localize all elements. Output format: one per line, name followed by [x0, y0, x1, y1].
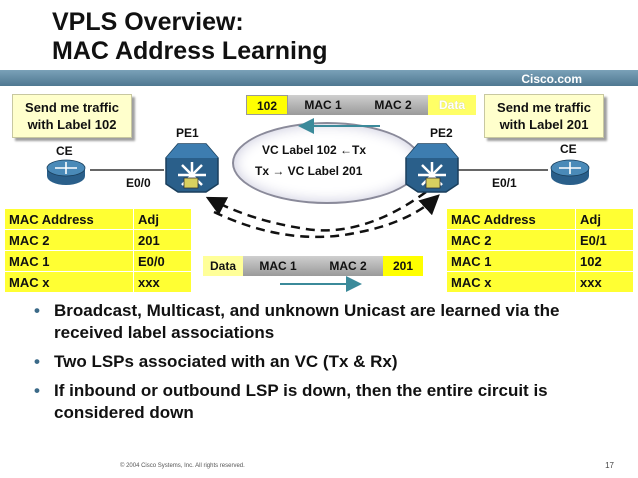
label-pe2: PE2	[430, 126, 453, 140]
bullet-dot-icon: •	[34, 352, 40, 371]
table-header-cell: Adj	[133, 208, 192, 230]
title-line-2: MAC Address Learning	[52, 37, 328, 65]
bullet-dot-icon: •	[34, 381, 40, 400]
mac-table-left: MAC Address Adj MAC 2 201 MAC 1 E0/0 MAC…	[4, 208, 192, 293]
table-cell: MAC x	[446, 271, 576, 293]
frame-bottom: Data MAC 1 MAC 2 201	[203, 256, 423, 276]
frame-top-mac2: MAC 2	[358, 95, 428, 115]
bullet-list: • Broadcast, Multicast, and unknown Unic…	[34, 300, 614, 431]
table-cell: MAC 2	[4, 229, 134, 251]
table-cell: 102	[575, 250, 634, 272]
table-cell: 201	[133, 229, 192, 251]
label-ce-right: CE	[560, 142, 577, 156]
label-ce-left: CE	[56, 144, 73, 158]
mpls-cloud	[232, 122, 422, 204]
callout-right-line1: Send me traffic	[497, 100, 591, 115]
table-row: MAC 1 E0/0	[4, 250, 192, 272]
frame-bottom-label: 201	[383, 256, 423, 276]
frame-top: 102 MAC 1 MAC 2 Data	[246, 95, 476, 115]
table-row: MAC 2 E0/1	[446, 229, 634, 251]
router-pe2-icon	[404, 140, 460, 194]
callout-left-line1: Send me traffic	[25, 100, 119, 115]
table-cell: MAC 2	[446, 229, 576, 251]
brand-logo-text: Cisco.com	[521, 72, 582, 86]
callout-left: Send me traffic with Label 102	[12, 94, 132, 138]
table-row: MAC 2 201	[4, 229, 192, 251]
bullet-dot-icon: •	[34, 301, 40, 320]
cloud-line-2: Tx → VC Label 201	[255, 164, 363, 178]
table-row: MAC x xxx	[446, 271, 634, 293]
title-line-1: VPLS Overview:	[52, 8, 244, 36]
table-cell: MAC 1	[4, 250, 134, 272]
table-cell: xxx	[133, 271, 192, 293]
table-cell: xxx	[575, 271, 634, 293]
bullet-text: If inbound or outbound LSP is down, then…	[54, 381, 548, 422]
frame-top-mac1: MAC 1	[288, 95, 358, 115]
bullet-item: • If inbound or outbound LSP is down, th…	[34, 380, 614, 424]
bullet-text: Broadcast, Multicast, and unknown Unicas…	[54, 301, 560, 342]
table-cell: MAC 1	[446, 250, 576, 272]
bullet-text: Two LSPs associated with an VC (Tx & Rx)	[54, 352, 398, 371]
table-cell: E0/0	[133, 250, 192, 272]
table-header-row: MAC Address Adj	[446, 208, 634, 230]
callout-right-line2: with Label 201	[499, 117, 589, 132]
label-port-right: E0/1	[492, 176, 517, 190]
page-number: 17	[605, 461, 614, 470]
frame-bottom-data: Data	[203, 256, 243, 276]
frame-top-label: 102	[246, 95, 288, 115]
frame-top-data: Data	[428, 95, 476, 115]
label-port-left: E0/0	[126, 176, 151, 190]
frame-bottom-mac2: MAC 2	[313, 256, 383, 276]
header-bar	[0, 70, 638, 86]
router-ce-right-icon	[550, 158, 590, 186]
table-header-cell: MAC Address	[4, 208, 134, 230]
callout-left-line2: with Label 102	[27, 117, 117, 132]
table-row: MAC 1 102	[446, 250, 634, 272]
page-title: VPLS Overview: MAC Address Learning	[52, 8, 612, 66]
callout-right: Send me traffic with Label 201	[484, 94, 604, 138]
table-header-cell: MAC Address	[446, 208, 576, 230]
table-row: MAC x xxx	[4, 271, 192, 293]
table-header-cell: Adj	[575, 208, 634, 230]
table-cell: E0/1	[575, 229, 634, 251]
label-pe1: PE1	[176, 126, 199, 140]
mac-table-right: MAC Address Adj MAC 2 E0/1 MAC 1 102 MAC…	[446, 208, 634, 293]
bullet-item: • Broadcast, Multicast, and unknown Unic…	[34, 300, 614, 344]
table-cell: MAC x	[4, 271, 134, 293]
router-ce-left-icon	[46, 158, 86, 186]
table-header-row: MAC Address Adj	[4, 208, 192, 230]
copyright-text: © 2004 Cisco Systems, Inc. All rights re…	[120, 463, 245, 469]
bullet-item: • Two LSPs associated with an VC (Tx & R…	[34, 351, 614, 373]
frame-bottom-mac1: MAC 1	[243, 256, 313, 276]
router-pe1-icon	[164, 140, 220, 194]
cloud-line-1: VC Label 102 ←Tx	[262, 143, 367, 157]
